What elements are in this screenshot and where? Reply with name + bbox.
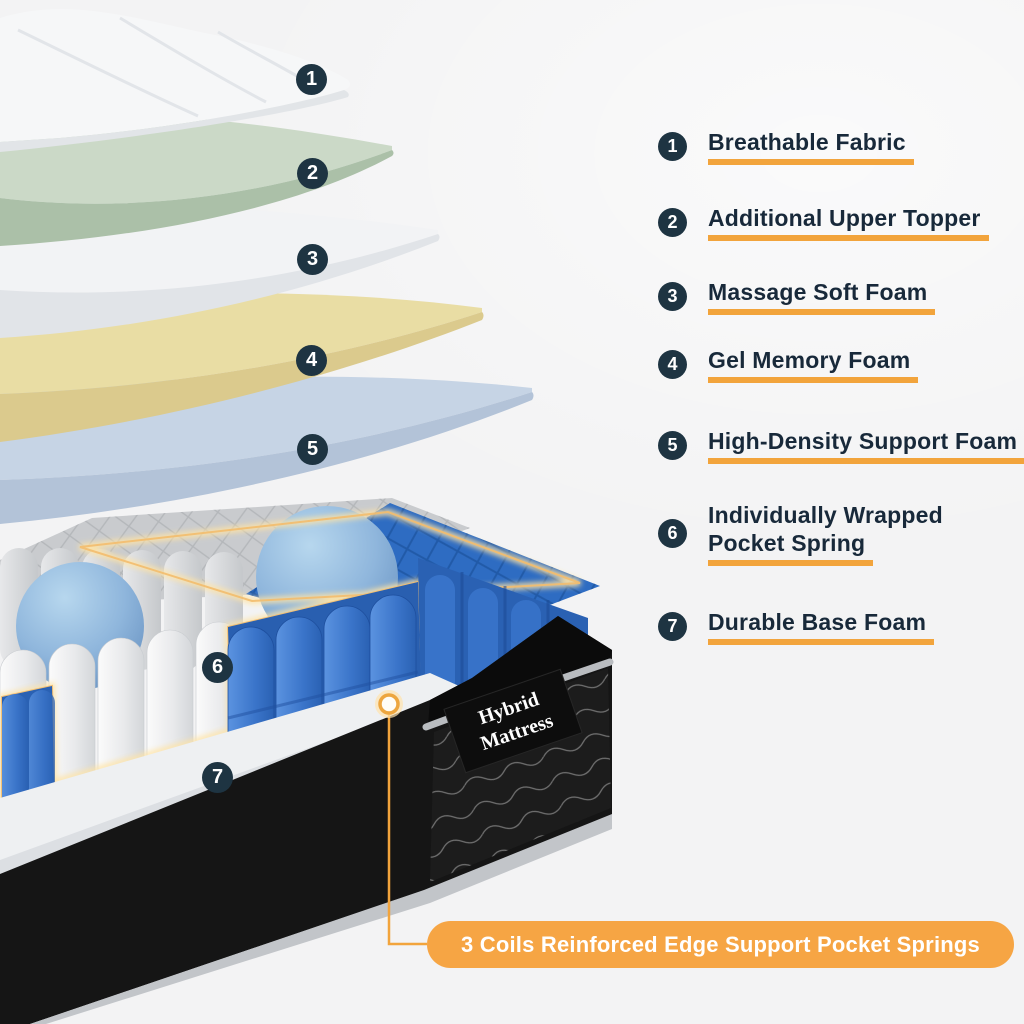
legend-label: Gel Memory Foam — [708, 346, 919, 383]
legend-label-text: Pocket Spring — [708, 529, 874, 566]
legend-number-badge: 5 — [658, 431, 687, 460]
legend-number-badge: 1 — [658, 132, 687, 161]
legend-number: 2 — [667, 212, 678, 232]
legend-label: High-Density Support Foam — [708, 427, 1024, 464]
legend-label: Durable Base Foam — [708, 608, 935, 645]
legend-number-badge: 3 — [658, 282, 687, 311]
legend-number-badge: 4 — [658, 350, 687, 379]
legend-number: 4 — [667, 354, 678, 374]
legend-label: Massage Soft Foam — [708, 278, 936, 315]
foam-layer-1-breathable-fabric — [0, 9, 351, 152]
legend-item-4: 4 Gel Memory Foam — [658, 346, 919, 383]
marker-number: 4 — [305, 349, 318, 371]
marker-number: 5 — [306, 438, 319, 460]
legend-label-text: Durable Base Foam — [708, 608, 935, 645]
layer-marker-6: 6 — [202, 652, 233, 683]
legend-number: 5 — [667, 435, 678, 455]
marker-number: 6 — [211, 656, 224, 678]
legend-label-text: Individually Wrapped — [708, 502, 943, 528]
legend-number-badge: 6 — [658, 519, 687, 548]
layer-marker-5: 5 — [297, 434, 328, 465]
legend-label-text: High-Density Support Foam — [708, 427, 1024, 464]
legend-number: 1 — [667, 136, 678, 156]
legend-label: Additional Upper Topper — [708, 204, 989, 241]
callout-text: 3 Coils Reinforced Edge Support Pocket S… — [461, 931, 980, 957]
legend-item-5: 5 High-Density Support Foam — [658, 427, 1024, 464]
callout-connector — [375, 690, 427, 946]
layer-marker-3: 3 — [297, 244, 328, 275]
legend-label: Breathable Fabric — [708, 128, 914, 165]
layer-marker-4: 4 — [296, 345, 327, 376]
legend-label-text: Breathable Fabric — [708, 128, 914, 165]
layer-marker-2: 2 — [297, 158, 328, 189]
layer-marker-1: 1 — [296, 64, 327, 95]
legend-label-text: Gel Memory Foam — [708, 346, 919, 383]
legend-label-text: Additional Upper Topper — [708, 204, 989, 241]
legend-label: Individually Wrapped Pocket Spring — [708, 501, 943, 566]
marker-number: 3 — [306, 248, 319, 270]
edge-support-callout-pill: 3 Coils Reinforced Edge Support Pocket S… — [427, 921, 1014, 968]
legend-item-6: 6 Individually Wrapped Pocket Spring — [658, 501, 943, 566]
layer-marker-7: 7 — [202, 762, 233, 793]
legend-item-7: 7 Durable Base Foam — [658, 608, 935, 645]
legend-item-3: 3 Massage Soft Foam — [658, 278, 936, 315]
marker-number: 2 — [306, 162, 319, 184]
legend-item-2: 2 Additional Upper Topper — [658, 204, 989, 241]
marker-number: 7 — [211, 766, 224, 788]
legend-item-1: 1 Breathable Fabric — [658, 128, 914, 165]
legend-number: 6 — [667, 523, 678, 543]
marker-number: 1 — [305, 68, 318, 90]
legend-number: 7 — [667, 616, 678, 636]
legend-number: 3 — [667, 286, 678, 306]
legend-number-badge: 7 — [658, 612, 687, 641]
legend-number-badge: 2 — [658, 208, 687, 237]
legend-label-text: Massage Soft Foam — [708, 278, 936, 315]
